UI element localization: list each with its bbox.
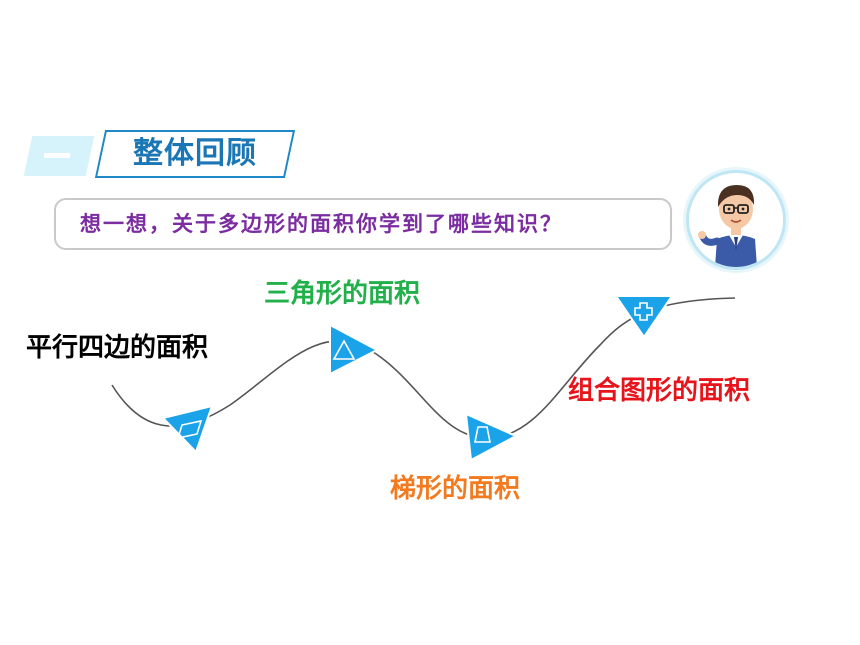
cross-shape-icon — [614, 295, 674, 339]
question-text: 想一想，关于多边形的面积你学到了哪些知识？ — [80, 212, 563, 236]
topic-parallelogram-area: 平行四边的面积 — [26, 333, 209, 363]
teacher-avatar — [686, 170, 786, 270]
topic-composite-area: 组合图形的面积 — [568, 376, 751, 406]
trapezoid-icon — [464, 412, 519, 462]
topic-triangle-area: 三角形的面积 — [264, 279, 421, 309]
triangle-icon — [329, 323, 380, 376]
parallelogram-icon — [161, 404, 214, 454]
question-bubble — [54, 198, 672, 250]
path-curve — [111, 297, 736, 439]
section-title: 整体回顾 — [133, 136, 257, 171]
teacher-illustration — [698, 185, 757, 267]
topic-trapezoid-area: 梯形的面积 — [390, 474, 521, 504]
